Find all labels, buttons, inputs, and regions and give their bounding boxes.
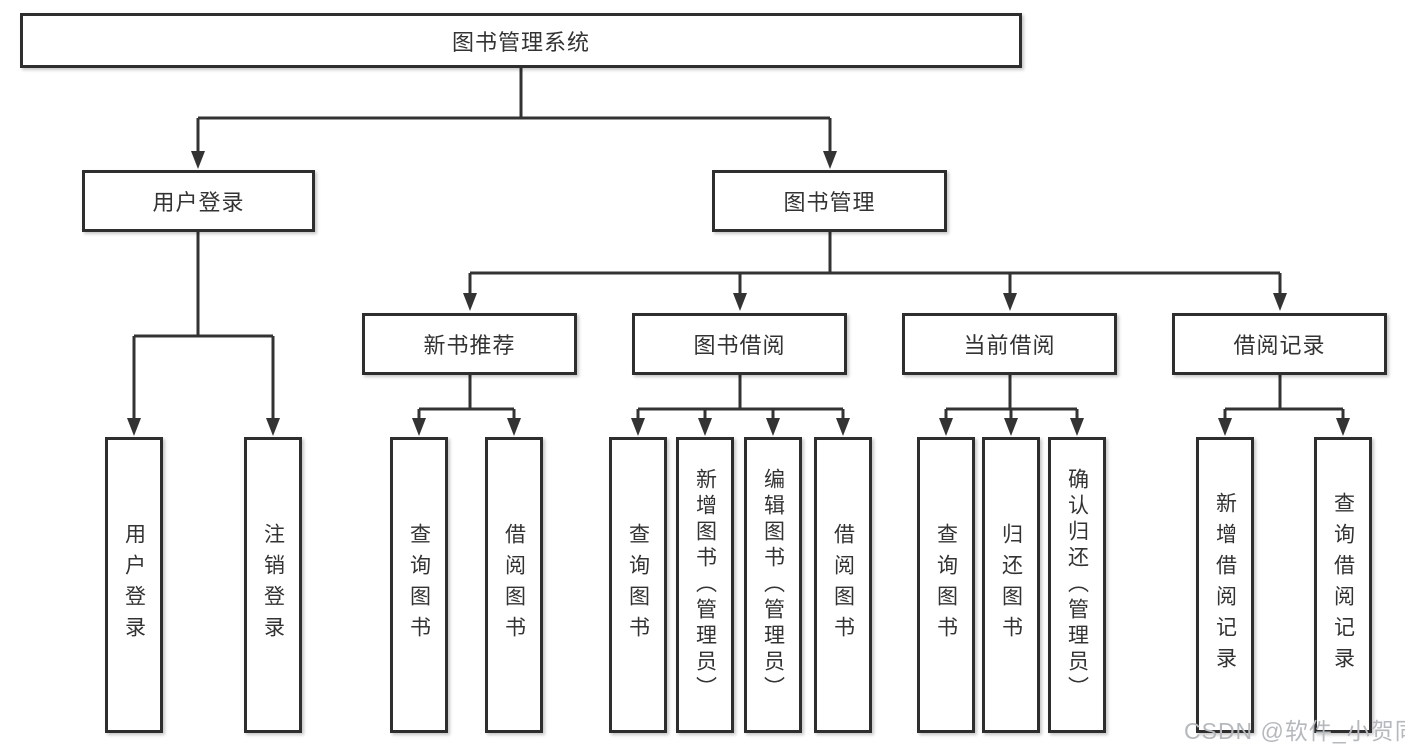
node-label: 借阅记录 bbox=[1233, 333, 1326, 358]
node-root-library-system: 图书管理系统 bbox=[20, 13, 1022, 68]
node-label: 新书推荐 bbox=[423, 333, 516, 358]
leaf-user-login: 用户登录 bbox=[105, 437, 163, 733]
node-book-management: 图书管理 bbox=[712, 170, 947, 232]
node-label: 注销登录 bbox=[261, 523, 285, 647]
connector-borrowing-to-leaves bbox=[631, 375, 850, 436]
node-label: 编辑图书（管理员） bbox=[761, 468, 785, 702]
node-label: 查询图书 bbox=[626, 523, 650, 647]
csdn-watermark: CSDN @软件_小贺同学 bbox=[1184, 718, 1405, 744]
node-label: 查询借阅记录 bbox=[1331, 492, 1355, 678]
node-label: 归还图书 bbox=[999, 523, 1023, 647]
connector-root-to-level2 bbox=[191, 68, 837, 169]
connector-current-to-leaves bbox=[939, 375, 1084, 436]
leaf-logout: 注销登录 bbox=[244, 437, 302, 733]
leaf-add-borrow-record: 新增借阅记录 bbox=[1196, 437, 1254, 733]
node-new-book-recommend: 新书推荐 bbox=[362, 313, 577, 375]
node-label: 借阅图书 bbox=[831, 523, 855, 647]
node-label: 图书管理 bbox=[783, 190, 876, 215]
node-label: 用户登录 bbox=[152, 190, 245, 215]
node-label: 图书管理系统 bbox=[451, 29, 590, 55]
node-user-login: 用户登录 bbox=[82, 170, 315, 232]
leaf-query-books-current: 查询图书 bbox=[917, 437, 975, 733]
leaf-query-borrow-record: 查询借阅记录 bbox=[1314, 437, 1372, 733]
node-book-borrowing: 图书借阅 bbox=[632, 313, 847, 375]
connector-userlogin-to-leaves bbox=[127, 232, 280, 436]
node-label: 图书借阅 bbox=[693, 333, 786, 358]
node-label: 查询图书 bbox=[407, 523, 431, 647]
connector-bookmgmt-to-level3 bbox=[463, 232, 1287, 311]
node-borrowing-records: 借阅记录 bbox=[1172, 313, 1387, 375]
node-label: 查询图书 bbox=[934, 523, 958, 647]
leaf-add-books-admin: 新增图书（管理员） bbox=[676, 437, 734, 733]
node-label: 用户登录 bbox=[122, 523, 146, 647]
leaf-borrow-books-borrowing: 借阅图书 bbox=[814, 437, 872, 733]
node-label: 借阅图书 bbox=[502, 523, 526, 647]
node-label: 当前借阅 bbox=[963, 333, 1056, 358]
node-label: 确认归还（管理员） bbox=[1065, 468, 1089, 702]
connector-newbook-to-leaves bbox=[412, 375, 521, 436]
leaf-edit-books-admin: 编辑图书（管理员） bbox=[744, 437, 802, 733]
leaf-query-books-recommend: 查询图书 bbox=[390, 437, 448, 733]
node-label: 新增图书（管理员） bbox=[693, 468, 717, 702]
node-current-borrowing: 当前借阅 bbox=[902, 313, 1117, 375]
leaf-return-books: 归还图书 bbox=[982, 437, 1040, 733]
leaf-confirm-return-admin: 确认归还（管理员） bbox=[1048, 437, 1106, 733]
connector-records-to-leaves bbox=[1218, 375, 1350, 436]
leaf-query-books-borrowing: 查询图书 bbox=[609, 437, 667, 733]
leaf-borrow-books-recommend: 借阅图书 bbox=[485, 437, 543, 733]
node-label: 新增借阅记录 bbox=[1213, 492, 1237, 678]
